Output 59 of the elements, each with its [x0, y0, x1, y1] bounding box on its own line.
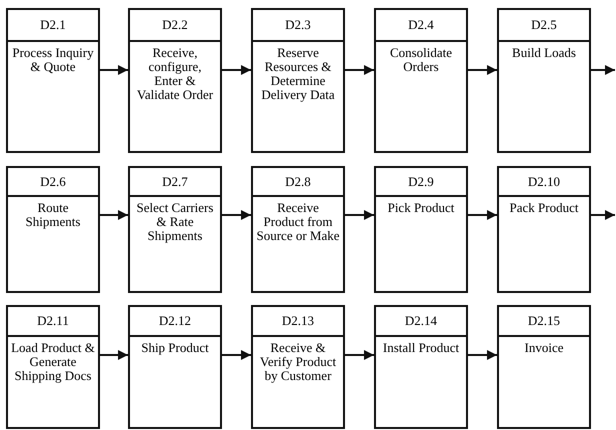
- process-box: [497, 305, 591, 429]
- step-id: D2.8: [285, 174, 311, 190]
- step-id: D2.12: [158, 313, 192, 329]
- arrow: [222, 350, 251, 360]
- process-box: [251, 305, 345, 429]
- arrow: [222, 65, 251, 75]
- step-label: Receive, configure, Enter & Validate Order: [136, 45, 214, 102]
- step-id: D2.11: [37, 313, 69, 329]
- process-box: [6, 166, 100, 293]
- step-id: D2.7: [162, 174, 188, 190]
- arrow: [345, 65, 374, 75]
- process-box: [251, 166, 345, 293]
- process-box: [6, 305, 100, 429]
- arrow: [345, 350, 374, 360]
- step-id: D2.14: [404, 313, 438, 329]
- step-id: D2.15: [528, 313, 560, 329]
- step-id: D2.1: [40, 17, 66, 33]
- arrow: [100, 65, 128, 75]
- step-id: D2.9: [408, 174, 434, 190]
- arrow: [222, 210, 251, 220]
- step-label: Receive Product from Source or Make: [256, 200, 340, 243]
- arrow: [468, 65, 497, 75]
- process-box: [374, 166, 468, 293]
- process-box: [497, 166, 591, 293]
- step-label: Invoice: [524, 340, 564, 355]
- step-label: Reserve Resources & Determine Delivery Data: [261, 45, 335, 102]
- step-id: D2.5: [531, 17, 557, 33]
- step-label: Build Loads: [512, 45, 576, 60]
- step-id: D2.6: [40, 174, 66, 190]
- step-label: Install Product: [382, 340, 460, 355]
- step-id: D2.13: [282, 313, 314, 329]
- arrow: [468, 210, 497, 220]
- step-id: D2.10: [528, 174, 560, 190]
- arrow: [100, 210, 128, 220]
- step-label: Ship Product: [141, 340, 209, 355]
- process-box: [128, 166, 222, 293]
- process-box: [497, 8, 591, 153]
- step-label: Consolidate Orders: [390, 45, 452, 74]
- step-id: D2.4: [408, 17, 434, 33]
- step-label: Select Carriers & Rate Shipments: [136, 200, 214, 243]
- process-box: [128, 305, 222, 429]
- arrow: [591, 65, 615, 75]
- step-label: Pick Product: [388, 200, 454, 215]
- arrow: [591, 210, 615, 220]
- process-box: [251, 8, 345, 153]
- process-box: [128, 8, 222, 153]
- step-label: Process Inquiry & Quote: [12, 45, 94, 74]
- step-label: Route Shipments: [26, 200, 80, 229]
- process-box: [374, 8, 468, 153]
- step-id: D2.3: [285, 17, 311, 33]
- step-label: Pack Product: [510, 200, 578, 215]
- step-label: Load Product & Generate Shipping Docs: [11, 340, 95, 383]
- process-box: [374, 305, 468, 429]
- process-box: [6, 8, 100, 153]
- arrow: [468, 350, 497, 360]
- arrow: [345, 210, 374, 220]
- step-label: Receive & Verify Product by Customer: [260, 340, 336, 383]
- step-id: D2.2: [162, 17, 188, 33]
- arrow: [100, 350, 128, 360]
